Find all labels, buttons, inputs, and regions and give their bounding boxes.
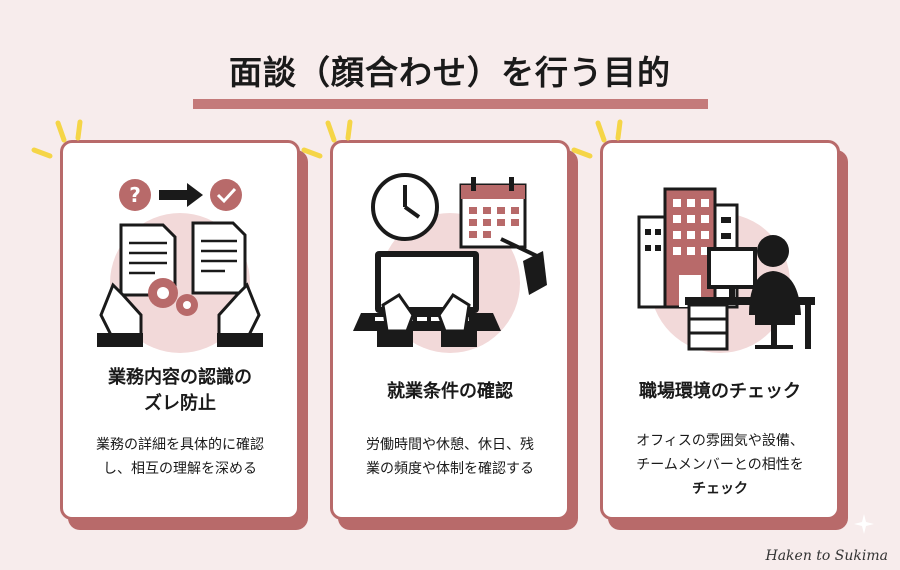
spark-icon <box>31 119 83 159</box>
svg-text:?: ? <box>129 183 141 207</box>
card-desc-line: オフィスの雰囲気や設備、 <box>636 433 804 449</box>
card-title-line: 職場環境のチェック <box>639 381 801 402</box>
sparkle-icon <box>854 514 874 534</box>
card-environment: 職場環境のチェック オフィスの雰囲気や設備、 チームメンバーとの相性を チェック <box>600 140 840 520</box>
office-building-desk-icon <box>637 187 815 353</box>
page-title: 面談（顔合わせ）を行う目的 <box>229 53 671 92</box>
card-desc-line: 業務の詳細を具体的に確認 <box>96 437 264 453</box>
watermark: Haken to Sukima <box>765 548 889 564</box>
card-desc-line: 業の頻度や体制を確認する <box>366 461 534 477</box>
card-requirements: ? 業務内容の認識の ズレ防止 業務の詳細を具体的に確認 し、相 <box>60 140 300 520</box>
card-title: 業務内容の認識の ズレ防止 <box>69 365 291 417</box>
card-description: 労働時間や休憩、休日、残 業の頻度や体制を確認する <box>341 433 559 481</box>
card-description: 業務の詳細を具体的に確認 し、相互の理解を深める <box>71 433 289 481</box>
card-title: 就業条件の確認 <box>339 379 561 405</box>
card-desc-line: チェック <box>692 481 748 497</box>
card-desc-line: し、相互の理解を深める <box>103 461 257 477</box>
card-desc-line: チームメンバーとの相性を <box>636 457 804 473</box>
card-description: オフィスの雰囲気や設備、 チームメンバーとの相性を チェック <box>611 429 829 501</box>
title-underline <box>193 99 708 109</box>
spark-icon <box>301 119 353 159</box>
spark-icon <box>571 119 623 159</box>
card-conditions: 就業条件の確認 労働時間や休憩、休日、残 業の頻度や体制を確認する <box>330 140 570 520</box>
document-exchange-icon: ? <box>97 179 263 353</box>
card-title: 職場環境のチェック <box>609 379 831 405</box>
laptop-clock-calendar-icon <box>353 173 547 353</box>
card-title-line: 業務内容の認識の <box>108 367 252 388</box>
card-desc-line: 労働時間や休憩、休日、残 <box>366 437 534 453</box>
card-title-line: 就業条件の確認 <box>387 381 513 402</box>
card-title-line: ズレ防止 <box>144 393 216 414</box>
